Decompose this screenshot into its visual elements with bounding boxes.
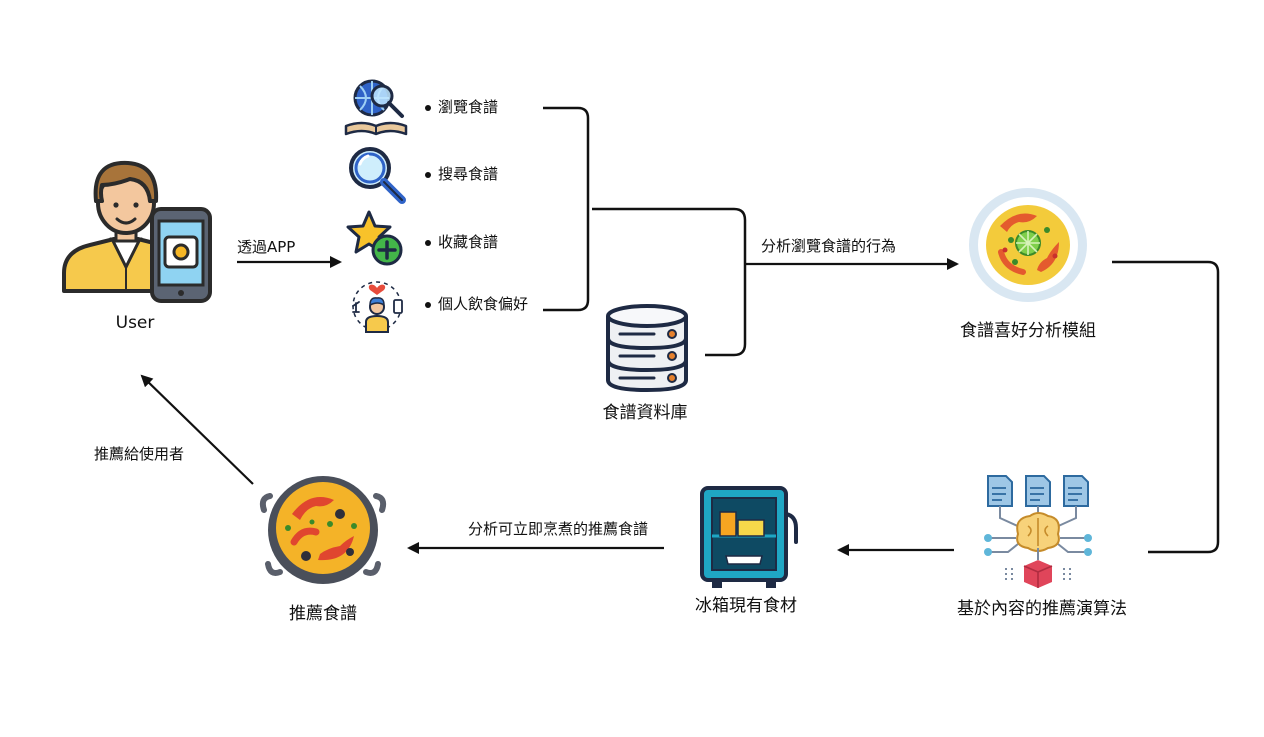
magnifier-icon [349,147,406,204]
bullet-dot [425,105,431,111]
fridge-icon [700,486,798,588]
activity-search-label: 搜尋食譜 [438,165,499,183]
star-plus-icon [346,210,403,266]
bullet-dot [425,172,431,178]
merge-bracket [592,207,747,357]
user-label: User [115,313,155,333]
paella-pan-icon [259,476,387,584]
bullet-dot [425,240,431,246]
activity-browse-label: 瀏覽食譜 [438,98,499,116]
database-icon [606,304,688,393]
algorithm-label: 基於內容的推薦演算法 [957,599,1127,619]
user-with-phone-icon [62,160,212,303]
connector-model-to-algorithm [1112,260,1220,554]
food-plate-icon [969,188,1087,302]
preference-model-label: 食譜喜好分析模組 [960,321,1096,341]
brain-network-icon [984,475,1092,588]
database-label: 食譜資料庫 [602,403,688,423]
via-app-label: 透過APP [237,238,296,256]
bullet-dot [425,302,431,308]
person-preference-icon [352,281,403,333]
activity-preference-label: 個人飲食偏好 [438,295,529,313]
analyze-browse-label: 分析瀏覽食譜的行為 [761,237,897,255]
fridge-label: 冰箱現有食材 [695,596,797,616]
recommended-recipe-label: 推薦食譜 [289,604,357,624]
arrow-recommended-to-user [140,374,254,485]
analyze-cookable-label: 分析可立即烹煮的推薦食譜 [468,520,649,538]
globe-search-book-icon [344,79,408,136]
recommend-to-user-label: 推薦給使用者 [94,445,185,463]
activity-favorite-label: 收藏食譜 [438,233,499,251]
activities-bracket [543,106,590,312]
